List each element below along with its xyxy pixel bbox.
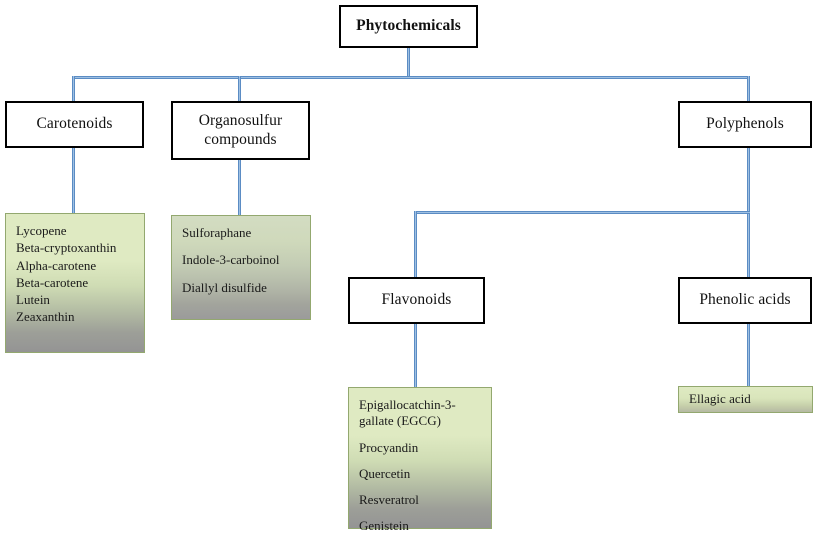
connector-drop-carotenoids [72, 76, 75, 103]
node-phenolic-acids[interactable]: Phenolic acids [678, 277, 812, 324]
list-item: Beta-carotene [16, 274, 89, 290]
node-organosulfur-label: Organosulfur compounds [198, 112, 283, 148]
list-item: Resveratrol [359, 492, 419, 507]
connector-phenolic-to-list [747, 323, 750, 388]
list-item: Procyandin [359, 439, 419, 455]
leaf-flavonoids-list[interactable]: Epigallocatchin-3- gallate (EGCG) Procyan… [348, 387, 492, 533]
connector-flavonoids-to-list [414, 323, 417, 388]
list-item: Quercetin [359, 465, 411, 481]
list-item: Zeaxanthin [16, 309, 75, 325]
connector-root-stem [407, 46, 410, 78]
list-item: Diallyl disulfide [182, 279, 267, 295]
connector-level1-bus [72, 76, 750, 79]
list-item: Ellagic acid [689, 391, 751, 407]
node-flavonoids-label: Flavonoids [381, 291, 452, 309]
list-item: Epigallocatchin-3- gallate (EGCG) [359, 397, 456, 429]
node-phenolic-acids-label: Phenolic acids [699, 291, 791, 309]
list-item: Indole-3-carboinol [182, 252, 280, 268]
connector-carotenoids-to-list [72, 146, 75, 216]
connector-polyphenols-bus [414, 211, 750, 214]
node-flavonoids[interactable]: Flavonoids [348, 277, 485, 324]
list-item: Sulforaphane [182, 225, 252, 240]
list-item: Lycopene [16, 223, 67, 238]
list-item: Genistein [359, 518, 409, 534]
list-item: Lutein [16, 292, 50, 307]
leaf-phenolic-acids-list[interactable]: Ellagic acid [678, 386, 813, 413]
connector-drop-polyphenols [747, 76, 750, 103]
connector-organosulfur-to-list [238, 158, 241, 216]
connector-drop-flavonoids [414, 211, 417, 280]
node-carotenoids-label: Carotenoids [36, 115, 113, 133]
connector-drop-organosulfur [238, 76, 241, 103]
node-polyphenols[interactable]: Polyphenols [678, 101, 812, 148]
list-item: Beta-cryptoxanthin [16, 240, 117, 256]
list-item: Alpha-carotene [16, 257, 97, 273]
node-carotenoids[interactable]: Carotenoids [5, 101, 144, 148]
node-polyphenols-label: Polyphenols [706, 115, 784, 133]
node-phytochemicals[interactable]: Phytochemicals [339, 5, 478, 48]
node-phytochemicals-label: Phytochemicals [356, 17, 461, 35]
node-organosulfur-compounds[interactable]: Organosulfur compounds [171, 101, 310, 160]
